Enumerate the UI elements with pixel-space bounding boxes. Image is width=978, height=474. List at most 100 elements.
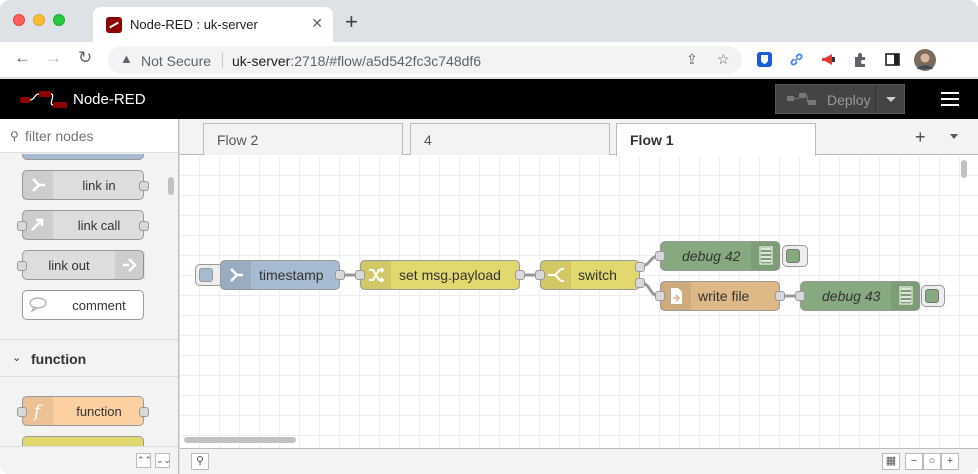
palette-filter-input[interactable] xyxy=(25,128,165,144)
flow-node-label: timestamp xyxy=(259,267,324,283)
share-icon[interactable]: ⇪ xyxy=(686,51,698,67)
deploy-options-chevron-icon[interactable] xyxy=(886,97,896,102)
close-tab-icon[interactable]: ✕ xyxy=(311,15,323,31)
input-port[interactable] xyxy=(355,270,365,280)
palette-node-switch[interactable]: switch xyxy=(22,436,144,446)
flow-node-timestamp[interactable]: timestamp xyxy=(220,260,345,290)
zoom-reset-button[interactable]: ○ xyxy=(923,453,941,470)
bookmark-star-icon[interactable]: ☆ xyxy=(717,51,730,67)
collapse-all-button[interactable]: ⌃⌃ xyxy=(136,453,152,468)
main-menu-hamburger-icon[interactable] xyxy=(941,92,959,106)
address-separator xyxy=(222,53,223,68)
tab-flow-1[interactable]: Flow 1 xyxy=(616,123,816,156)
back-icon[interactable]: ← xyxy=(14,48,31,67)
output-port xyxy=(139,181,149,191)
workspace: Flow 2 4 Flow 1 + times xyxy=(180,119,978,474)
palette-node-link-call[interactable]: link call xyxy=(17,210,149,240)
input-port[interactable] xyxy=(795,291,805,301)
palette-category-label: function xyxy=(31,351,87,367)
link-extension-icon[interactable] xyxy=(788,51,805,68)
output-port[interactable] xyxy=(515,270,525,280)
new-tab-button[interactable]: + xyxy=(345,9,358,34)
security-label[interactable]: Not Secure xyxy=(141,53,212,69)
flow-node-write-file[interactable]: write file xyxy=(655,281,785,311)
side-panel-icon[interactable] xyxy=(884,51,901,68)
flow-node-switch[interactable]: switch xyxy=(535,260,645,290)
node-palette: ⚲ link in link call link out xyxy=(0,119,179,474)
palette-node-link-in[interactable]: link in xyxy=(22,170,149,200)
minimize-window-button[interactable] xyxy=(33,14,45,26)
deploy-button[interactable]: Deploy xyxy=(775,84,905,114)
output-port-2[interactable] xyxy=(635,278,645,288)
browser-tab-strip: Node-RED : uk-server ✕ + xyxy=(0,0,978,42)
inject-trigger-button[interactable] xyxy=(195,264,223,286)
palette-node-label: comment xyxy=(72,298,126,313)
close-window-button[interactable] xyxy=(13,14,25,26)
flow-list-chevron-down-icon[interactable] xyxy=(950,134,958,139)
output-port[interactable] xyxy=(775,291,785,301)
input-port xyxy=(17,221,27,231)
flow-node-set-msg-payload[interactable]: set msg.payload xyxy=(355,260,525,290)
maximize-window-button[interactable] xyxy=(53,14,65,26)
url-path: :2718/#flow/a5d542fc3c748df6 xyxy=(290,53,482,69)
megaphone-extension-icon[interactable] xyxy=(820,51,837,68)
tab-label: Flow 1 xyxy=(630,132,674,148)
debug-toggle-fill xyxy=(786,249,800,263)
input-port[interactable] xyxy=(655,251,665,261)
tab-4[interactable]: 4 xyxy=(410,123,610,155)
flow-canvas[interactable]: timestamp set msg.payload switch xyxy=(180,156,978,448)
palette-search: ⚲ xyxy=(0,119,178,153)
flow-node-debug-43[interactable]: debug 43 xyxy=(795,281,921,311)
shuffle-change-icon xyxy=(361,261,391,289)
tab-flow-2[interactable]: Flow 2 xyxy=(203,123,403,155)
zoom-in-button[interactable]: + xyxy=(941,453,959,470)
browser-tab[interactable]: Node-RED : uk-server ✕ xyxy=(93,7,333,42)
extensions-puzzle-icon[interactable] xyxy=(852,51,869,68)
node-red-favicon-icon xyxy=(106,17,122,33)
url-text[interactable]: uk-server:2718/#flow/a5d542fc3c748df6 xyxy=(232,53,481,69)
link-call-icon xyxy=(23,211,53,239)
canvas-vertical-scrollbar[interactable] xyxy=(961,160,967,178)
address-bar[interactable]: ▲ Not Secure uk-server:2718/#flow/a5d542… xyxy=(108,46,742,74)
debug-list-icon xyxy=(751,242,781,270)
flow-node-label: set msg.payload xyxy=(399,267,501,283)
output-port-1[interactable] xyxy=(635,262,645,272)
tab-label: 4 xyxy=(424,132,432,148)
palette-node-partial[interactable] xyxy=(22,154,144,160)
inject-arrow-icon xyxy=(221,261,251,289)
debug-list-icon xyxy=(891,282,921,310)
flow-node-label: switch xyxy=(578,267,617,283)
palette-category-function[interactable]: ⌄ function xyxy=(0,339,178,377)
navigator-map-icon[interactable]: ▦ xyxy=(882,453,900,470)
input-port xyxy=(17,407,27,417)
palette-scrollbar[interactable] xyxy=(168,177,174,195)
input-port[interactable] xyxy=(535,270,545,280)
add-flow-button[interactable]: + xyxy=(915,127,926,147)
palette-node-list: link in link call link out xyxy=(0,154,178,446)
forward-icon[interactable]: → xyxy=(45,48,62,67)
link-in-arrow-icon xyxy=(23,171,53,199)
palette-node-comment[interactable]: comment xyxy=(22,290,144,320)
profile-avatar[interactable] xyxy=(914,49,936,71)
debug-toggle-fill xyxy=(925,289,939,303)
flow-node-label: debug 43 xyxy=(822,288,881,304)
input-port[interactable] xyxy=(655,291,665,301)
canvas-horizontal-scrollbar[interactable] xyxy=(184,437,296,443)
comment-bubble-icon xyxy=(23,291,53,319)
flow-node-debug-42[interactable]: debug 42 xyxy=(655,241,781,271)
palette-node-link-out[interactable]: link out xyxy=(17,250,145,280)
function-f-icon: f xyxy=(23,397,53,425)
collapse-chevron-icon: ⌄ xyxy=(12,352,22,364)
reload-icon[interactable]: ↻ xyxy=(78,48,93,67)
file-write-icon xyxy=(661,282,691,310)
output-port[interactable] xyxy=(335,270,345,280)
palette-node-function[interactable]: f function xyxy=(17,396,149,426)
svg-text:f: f xyxy=(32,402,43,422)
zoom-out-button[interactable]: − xyxy=(905,453,923,470)
bitwarden-extension-icon[interactable] xyxy=(756,51,773,68)
debug-43-toggle-button[interactable] xyxy=(921,285,945,307)
expand-all-button[interactable]: ⌄⌄ xyxy=(155,453,171,468)
debug-42-toggle-button[interactable] xyxy=(782,245,808,267)
search-flows-icon[interactable]: ⚲ xyxy=(191,453,209,470)
